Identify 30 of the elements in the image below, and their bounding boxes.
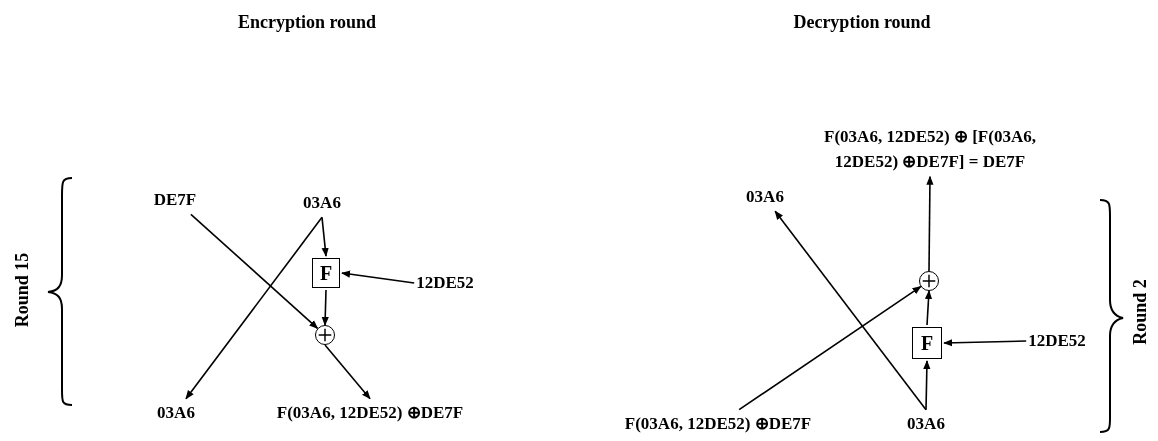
value-text: F(03A6, 12DE52) ⊕DE7F — [276, 400, 464, 426]
function-box: F — [312, 258, 340, 288]
section-title: Decryption round — [793, 10, 931, 34]
value-text: 03A6 — [303, 190, 341, 216]
round-label: Round 2 — [1128, 279, 1151, 345]
arrow — [324, 344, 371, 400]
value-text: DE7F — [153, 187, 197, 213]
value-text: 03A6 — [157, 400, 195, 426]
value-text: F(03A6, 12DE52) ⊕ [F(03A6, 12DE52) ⊕DE7F] = DE7F — [815, 125, 1045, 175]
arrow — [321, 289, 329, 326]
value-text: 12DE52 — [416, 270, 474, 296]
value-text: 03A6 — [907, 411, 945, 437]
arrow — [738, 285, 922, 411]
arrow — [185, 216, 323, 400]
arrow — [341, 270, 415, 284]
round-label: Round 15 — [10, 252, 33, 328]
arrow — [923, 360, 931, 411]
arrow — [321, 216, 329, 257]
arrow — [943, 339, 1027, 347]
arrow — [926, 175, 934, 272]
xor-circle — [315, 325, 335, 345]
section-title: Encryption round — [237, 10, 377, 34]
arrow — [924, 290, 933, 326]
value-text: 03A6 — [746, 184, 784, 210]
value-text: F(03A6, 12DE52) ⊕DE7F — [624, 411, 812, 437]
value-text: 12DE52 — [1028, 328, 1086, 354]
function-box: F — [912, 327, 942, 359]
arrow — [190, 213, 319, 330]
xor-circle — [919, 271, 939, 291]
arrow — [774, 210, 927, 411]
